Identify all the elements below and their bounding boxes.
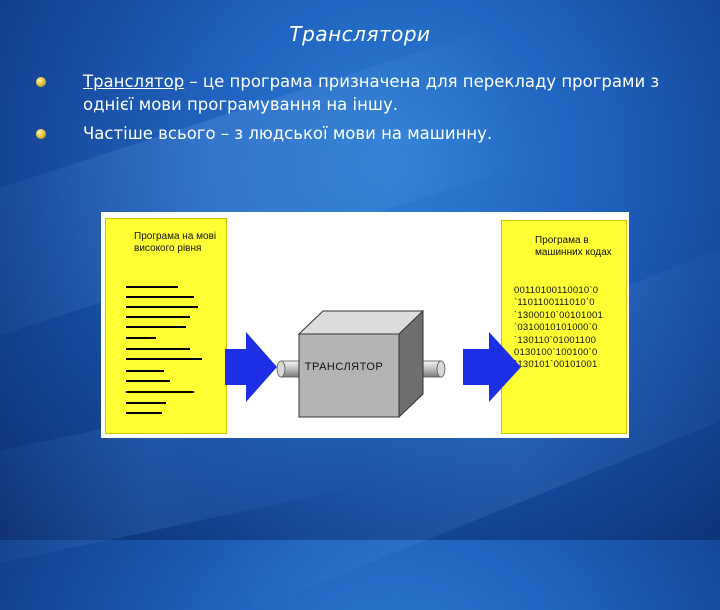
output-arrow-icon: [463, 332, 521, 402]
bullet-item: Транслятор – це програма призначена для …: [36, 70, 696, 116]
bullet-text: Частіше всього – з людської мови на маши…: [83, 124, 492, 143]
bullet-dot-icon: [36, 77, 46, 87]
translator-diagram: Програма на мові високого рівня Програма…: [101, 212, 629, 438]
slide-title: Транслятори: [0, 22, 720, 46]
bullet-term: Транслятор: [83, 72, 184, 91]
bullet-item: Частіше всього – з людської мови на маши…: [36, 122, 696, 145]
bullet-dot-icon: [36, 129, 46, 139]
bullet-list: Транслятор – це програма призначена для …: [36, 70, 696, 151]
translator-graphic: [101, 212, 629, 438]
translator-label: ТРАНСЛЯТОР: [299, 361, 389, 373]
input-arrow-icon: [225, 332, 277, 402]
